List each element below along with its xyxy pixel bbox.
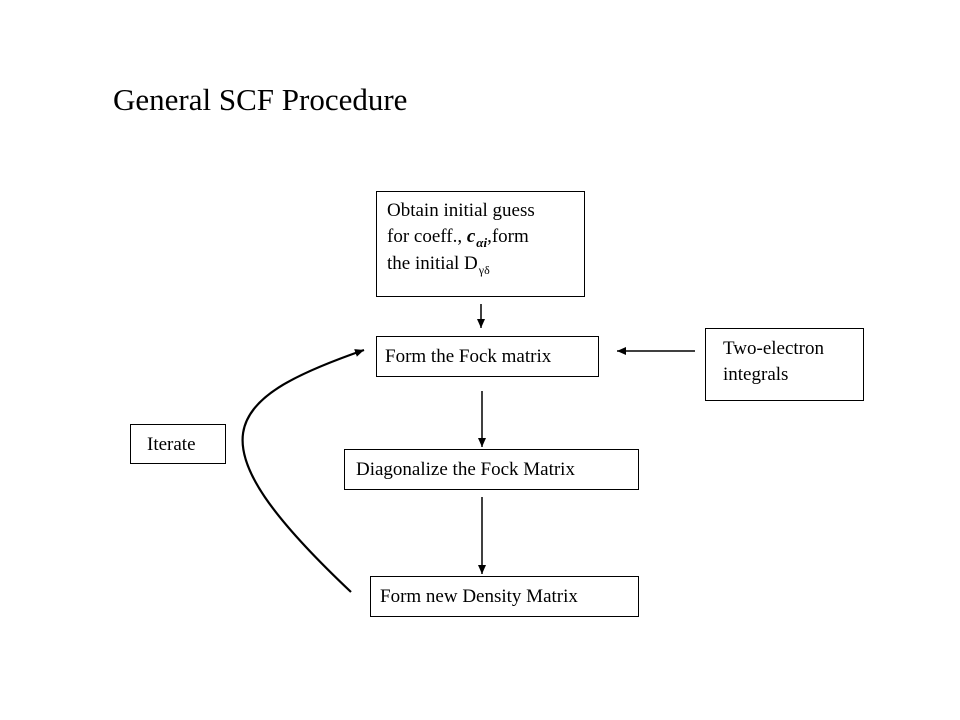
coefficient-subscript: αi: [476, 235, 488, 250]
two-electron-line1: Two-electron: [723, 338, 825, 359]
diagonalize-box: Diagonalize the Fock Matrix: [344, 449, 639, 490]
initial-guess-line2: for coeff., cαi,form: [387, 226, 529, 250]
initial-guess-line3: the initial Dγδ: [387, 253, 490, 277]
form-fock-label: Form the Fock matrix: [385, 346, 552, 367]
density-box: Form new Density Matrix: [370, 576, 639, 617]
density-subscript: γδ: [478, 263, 490, 277]
diagram-title: General SCF Procedure: [113, 82, 408, 117]
two-electron-line2: integrals: [723, 364, 789, 385]
iterate-box: Iterate: [130, 424, 226, 464]
coefficient-symbol: c: [466, 226, 476, 247]
two-electron-box: Two-electron integrals: [705, 328, 864, 401]
arrow-iterate-loop: [241, 348, 365, 593]
iterate-label: Iterate: [147, 434, 196, 455]
density-label: Form new Density Matrix: [380, 586, 578, 607]
initial-guess-box: Obtain initial guess for coeff., cαi,for…: [376, 191, 585, 297]
form-fock-box: Form the Fock matrix: [376, 336, 599, 377]
initial-guess-line1: Obtain initial guess: [387, 200, 535, 221]
diagonalize-label: Diagonalize the Fock Matrix: [356, 459, 575, 480]
